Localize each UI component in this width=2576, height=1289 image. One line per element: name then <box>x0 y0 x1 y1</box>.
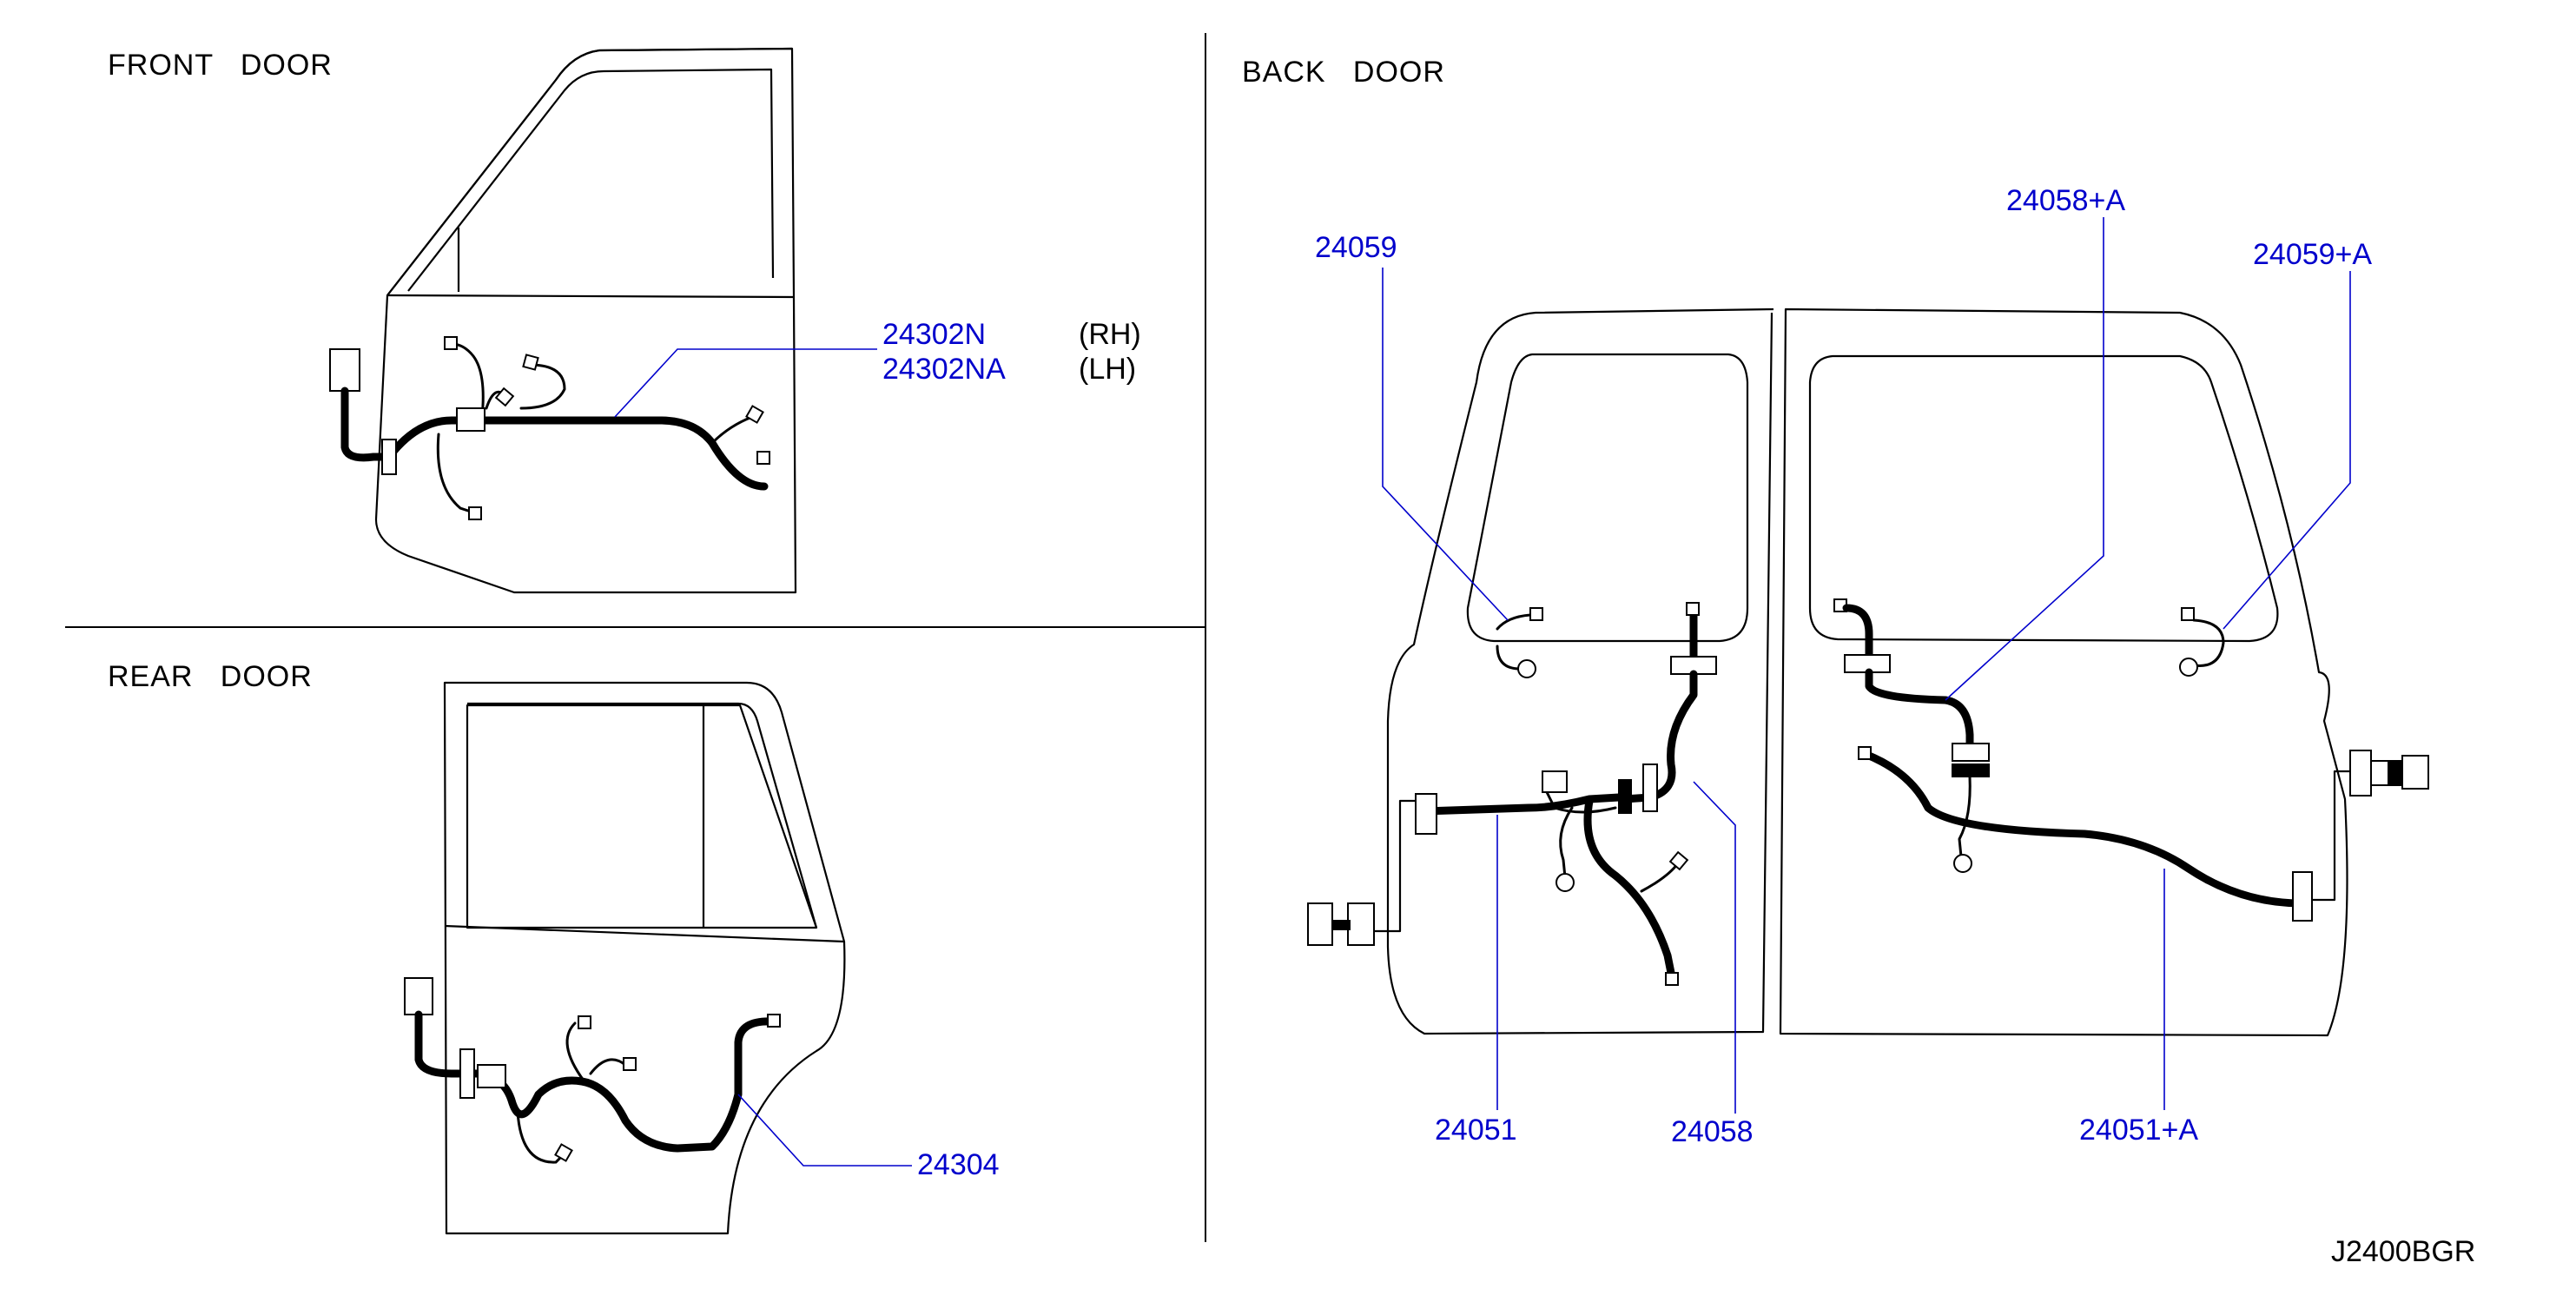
rear-door-leader <box>737 1094 912 1167</box>
rear-door-quarter-glass <box>703 704 818 929</box>
back-door-left-window <box>1466 353 1749 643</box>
rear-door-harness <box>404 977 912 1167</box>
part-24059-label[interactable]: 24059 <box>1315 231 1397 264</box>
front-lh-part-label[interactable]: 24302NA <box>882 353 1006 386</box>
part-24058a-label[interactable]: 24058+A <box>2006 184 2125 217</box>
rear-door-window-inner <box>466 704 705 929</box>
rear-part-label[interactable]: 24304 <box>917 1148 1000 1181</box>
rear-door-drawing <box>443 681 846 1235</box>
front-lh-note: (LH) <box>1079 353 1136 386</box>
back-door-left-outline <box>1386 307 1774 1035</box>
part-24051a-label[interactable]: 24051+A <box>2079 1114 2198 1147</box>
back-door-right-window <box>1808 354 2279 643</box>
front-door-window-inner <box>407 68 775 292</box>
part-24051-label[interactable]: 24051 <box>1435 1114 1517 1147</box>
back-door-leaders <box>1382 217 2351 1114</box>
front-door-leader <box>614 348 877 418</box>
rear-door-window-outer <box>467 702 818 929</box>
front-door-grommet-connector <box>329 348 360 392</box>
front-door-outline <box>374 47 797 594</box>
front-door-window-outer <box>386 47 793 296</box>
part-24059a-label[interactable]: 24059+A <box>2253 238 2372 271</box>
leader-24059a <box>2223 271 2351 630</box>
front-door-harness <box>329 336 877 520</box>
rear-door-title: REAR DOOR <box>108 660 313 693</box>
rear-door-belt-line <box>444 924 845 943</box>
back-door-left-harness <box>1307 602 1717 986</box>
front-door-belt-line <box>386 294 795 299</box>
back-door-title: BACK DOOR <box>1242 56 1445 89</box>
front-door-drawing <box>374 47 797 594</box>
leader-24058 <box>1693 781 1736 1114</box>
front-rh-note: (RH) <box>1079 318 1141 351</box>
front-door-title: FRONT DOOR <box>108 49 333 82</box>
front-rh-part-label[interactable]: 24302N <box>882 318 986 351</box>
diagram-code: J2400BGR <box>2331 1235 2475 1268</box>
part-24058-label[interactable]: 24058 <box>1671 1115 1754 1148</box>
leader-24059 <box>1382 268 1509 621</box>
back-door-right-harness <box>1833 598 2429 922</box>
back-door-drawing <box>1386 307 2348 1037</box>
leader-24058a <box>1945 217 2104 701</box>
rear-door-outline <box>443 681 846 1235</box>
back-door-right-outline <box>1779 307 2348 1037</box>
